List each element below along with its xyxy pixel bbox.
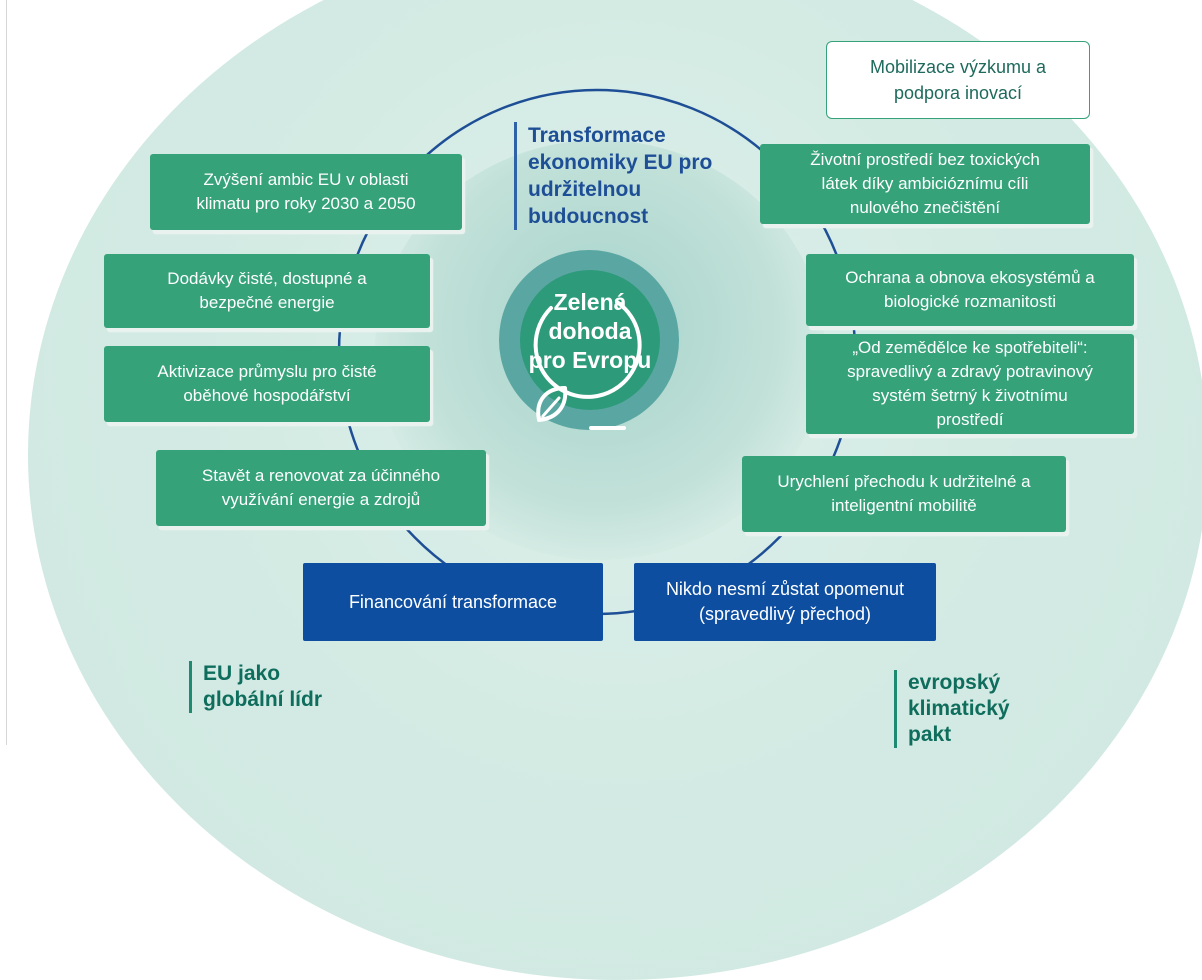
box-line: systém šetrný k životnímu [872, 386, 1068, 405]
biodiversity-box: Ochrana a obnova ekosystémů a biologické… [806, 254, 1134, 326]
research-innovation-box: Mobilizace výzkumu a podpora inovací [826, 41, 1090, 119]
hub-inner-disc [520, 270, 660, 410]
sustainable-mobility-box: Urychlení přechodu k udržitelné a inteli… [742, 456, 1066, 532]
heading-line: evropský [908, 671, 1001, 694]
page-left-border [6, 0, 7, 745]
box-line: Urychlení přechodu k udržitelné a [777, 472, 1031, 491]
heading-line: ekonomiky EU pro [528, 151, 713, 174]
leaf-swirl-icon [533, 300, 642, 430]
box-line: bezpečné energie [199, 293, 335, 312]
box-line: využívání energie a zdrojů [221, 490, 421, 509]
box-line: prostředí [936, 410, 1004, 429]
box-line: Zvýšení ambic EU v oblasti [203, 170, 409, 189]
box-line: Stavět a renovovat za účinného [201, 466, 441, 485]
clean-energy-box: Dodávky čisté, dostupné a bezpečné energ… [104, 254, 430, 328]
box-line: podpora inovací [893, 83, 1023, 103]
center-title-line: dohoda [548, 318, 632, 344]
global-leader-heading: EU jako globální lídr [189, 661, 322, 713]
heading-line: globální lídr [203, 688, 322, 711]
heading-line: budoucnost [528, 205, 649, 228]
box-line: Ochrana a obnova ekosystémů a [845, 268, 1095, 287]
heading-line: klimatický [908, 697, 1010, 720]
heading-line: udržitelnou [528, 178, 642, 201]
box-line: Dodávky čisté, dostupné a [167, 269, 367, 288]
heading-line: pakt [908, 723, 952, 746]
box-line: „Od zemědělce ke spotřebiteli“: [852, 338, 1088, 357]
center-title-line: pro Evropu [528, 347, 652, 373]
zero-pollution-box: Životní prostředí bez toxických látek dí… [760, 144, 1090, 224]
box-line: Nikdo nesmí zůstat opomenut [665, 579, 905, 599]
financing-transition-box: Financování transformace [303, 563, 603, 641]
box-line: Aktivizace průmyslu pro čisté [157, 362, 377, 381]
box-line: Financování transformace [348, 591, 558, 612]
box-line: Životní prostředí bez toxických [810, 150, 1040, 169]
box-line: látek díky ambicióznímu cíli [821, 174, 1029, 193]
heading-line: EU jako [203, 662, 281, 685]
transformation-heading: Transformace ekonomiky EU pro udržitelno… [514, 122, 712, 230]
center-title: Zelená dohoda pro Evropu [520, 288, 660, 375]
heading-line: Transformace [528, 124, 666, 147]
climate-pact-heading: evropský klimatický pakt [894, 670, 1010, 748]
climate-ambition-box: Zvýšení ambic EU v oblasti klimatu pro r… [150, 154, 462, 230]
just-transition-box: Nikdo nesmí zůstat opomenut (spravedlivý… [634, 563, 936, 641]
box-line: nulového znečištění [849, 198, 1001, 217]
box-line: Mobilizace výzkumu a [869, 57, 1047, 77]
box-line: oběhové hospodářství [183, 386, 351, 405]
box-line: (spravedlivý přechod) [698, 604, 872, 624]
center-title-line: Zelená [553, 289, 627, 315]
building-renovation-box: Stavět a renovovat za účinného využívání… [156, 450, 486, 526]
box-line: biologické rozmanitosti [884, 292, 1056, 311]
circular-economy-box: Aktivizace průmyslu pro čisté oběhové ho… [104, 346, 430, 422]
box-line: spravedlivý a zdravý potravinový [847, 362, 1093, 381]
box-line: klimatu pro roky 2030 a 2050 [196, 194, 416, 213]
farm-to-fork-box: „Od zemědělce ke spotřebiteli“: spravedl… [806, 334, 1134, 434]
box-line: inteligentní mobilitě [831, 496, 977, 515]
